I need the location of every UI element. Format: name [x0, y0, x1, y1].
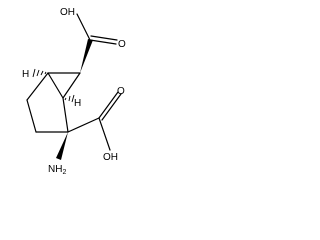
bond-c3-c4 — [26, 99, 37, 133]
hash-bond-h-left — [32, 68, 47, 78]
atom-label-oh-right: OH — [103, 152, 118, 163]
bond-c2-c6 — [62, 72, 81, 99]
wedge-bond-cooh-top — [80, 39, 93, 73]
atom-label-h-left: H — [22, 69, 29, 80]
atom-label-nh2-main: NH — [48, 164, 62, 175]
atom-label-oh-top: OH — [60, 7, 75, 18]
bond-co-double-right-b — [101, 93, 122, 121]
bond-c5-cooh — [67, 117, 100, 133]
atom-label-o-right: O — [117, 86, 125, 97]
chemical-structure: OH O H H O OH NH2 — [22, 7, 126, 176]
bond-c-oh-right — [98, 117, 111, 151]
bond-co-double-right-a — [98, 91, 119, 119]
atom-label-o-top: O — [118, 39, 126, 50]
bond-c1-c3 — [26, 72, 49, 101]
atom-label-h-mid: H — [74, 98, 81, 109]
wedge-bond-nh2 — [56, 132, 68, 160]
bond-c1-c6 — [47, 72, 64, 99]
atom-label-nh2-subscript: 2 — [62, 169, 66, 176]
bond-co-double-top-a — [89, 39, 117, 45]
bond-c5-c6 — [62, 97, 69, 133]
bond-c-oh-top — [76, 13, 91, 41]
atom-label-nh2: NH2 — [48, 164, 66, 176]
bond-co-double-top-b — [90, 35, 118, 41]
hash-bond-h-mid — [64, 94, 75, 103]
